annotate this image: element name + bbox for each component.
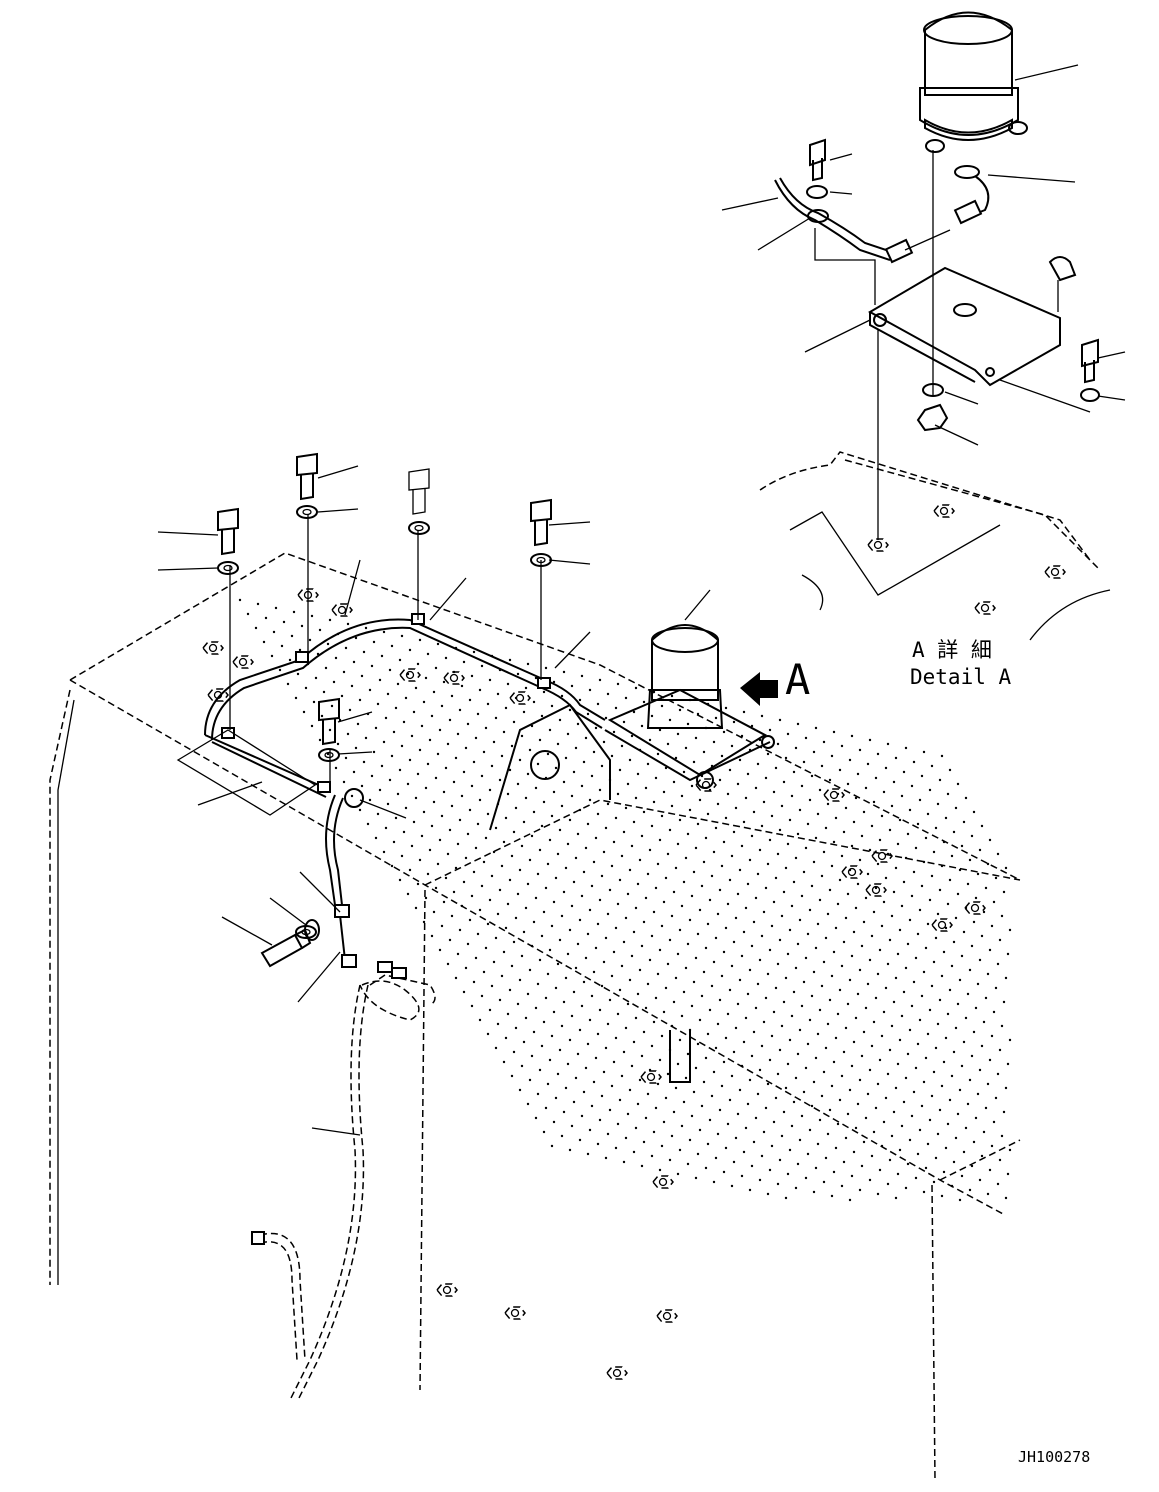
hex-nut [871,849,893,863]
roof-perforation-pattern [238,598,1012,1202]
hex-bolt [296,452,318,501]
hex-nut [509,691,531,705]
hex-nut [207,688,229,702]
hex-nut [964,901,986,915]
roof-wire-harness [204,613,606,961]
drawing-number: JH100278 [1018,1448,1090,1466]
assembly-center-lines [229,515,542,790]
hex-nut [232,655,254,669]
hex-bolt [408,468,430,515]
detail-title-jp: A 詳 細 [912,638,992,662]
callout-letter: A [785,655,810,704]
caution-plate [176,729,317,816]
hex-nut [841,865,863,879]
detail-title-en: Detail A [910,665,1012,689]
hex-nut [202,641,224,655]
hex-nut [504,1306,526,1320]
leader-lines [157,465,711,1136]
hex-nut [436,1283,458,1297]
hex-nut [656,1309,678,1323]
hex-bolt [217,507,239,556]
cab-body-outline [49,552,1021,1481]
hinge-bracket [669,1030,691,1083]
hex-nut [297,588,319,602]
hex-nut [1044,565,1066,579]
washer [217,561,239,575]
hex-bolt [318,697,340,746]
hex-nut [443,671,465,685]
hex-nut [867,538,889,552]
washer [296,505,318,519]
body-hex-nuts [202,504,1066,1380]
hex-nut [640,1070,662,1084]
hex-nut [606,1366,628,1380]
roof-bolts [217,452,552,939]
hex-nut [652,1175,674,1189]
washer [318,748,340,762]
hex-nut [931,918,953,932]
hex-nut [933,504,955,518]
hex-nut [399,668,421,682]
hex-nut [331,603,353,617]
roof-support-bracket [489,703,611,831]
washer [408,521,430,535]
harness-mounting-bolt [260,919,320,968]
hex-nut [974,601,996,615]
hex-nut [823,788,845,802]
hex-nut [695,778,717,792]
rotating-beacon-lamp [604,624,775,789]
detail-a-callout-arrow: A [740,655,810,706]
hex-bolt [530,498,552,547]
cab-drop-harness [251,954,436,1401]
hex-nut [865,883,887,897]
detail-a-view [721,11,1126,641]
